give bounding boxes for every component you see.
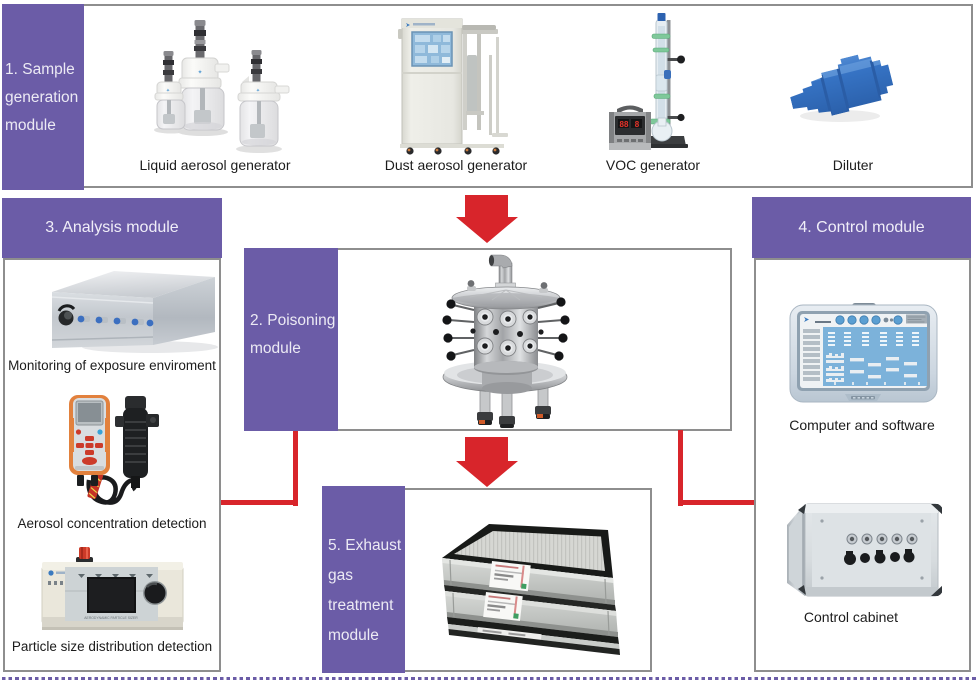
svg-text:✦: ✦ xyxy=(256,88,260,94)
svg-text:✦: ✦ xyxy=(197,69,202,76)
svg-text:88: 88 xyxy=(620,120,629,129)
svg-text:AERODYNAMIC PARTICLE SIZER: AERODYNAMIC PARTICLE SIZER xyxy=(84,616,138,620)
svg-text:8: 8 xyxy=(635,120,640,129)
svg-text:✦: ✦ xyxy=(166,88,170,94)
